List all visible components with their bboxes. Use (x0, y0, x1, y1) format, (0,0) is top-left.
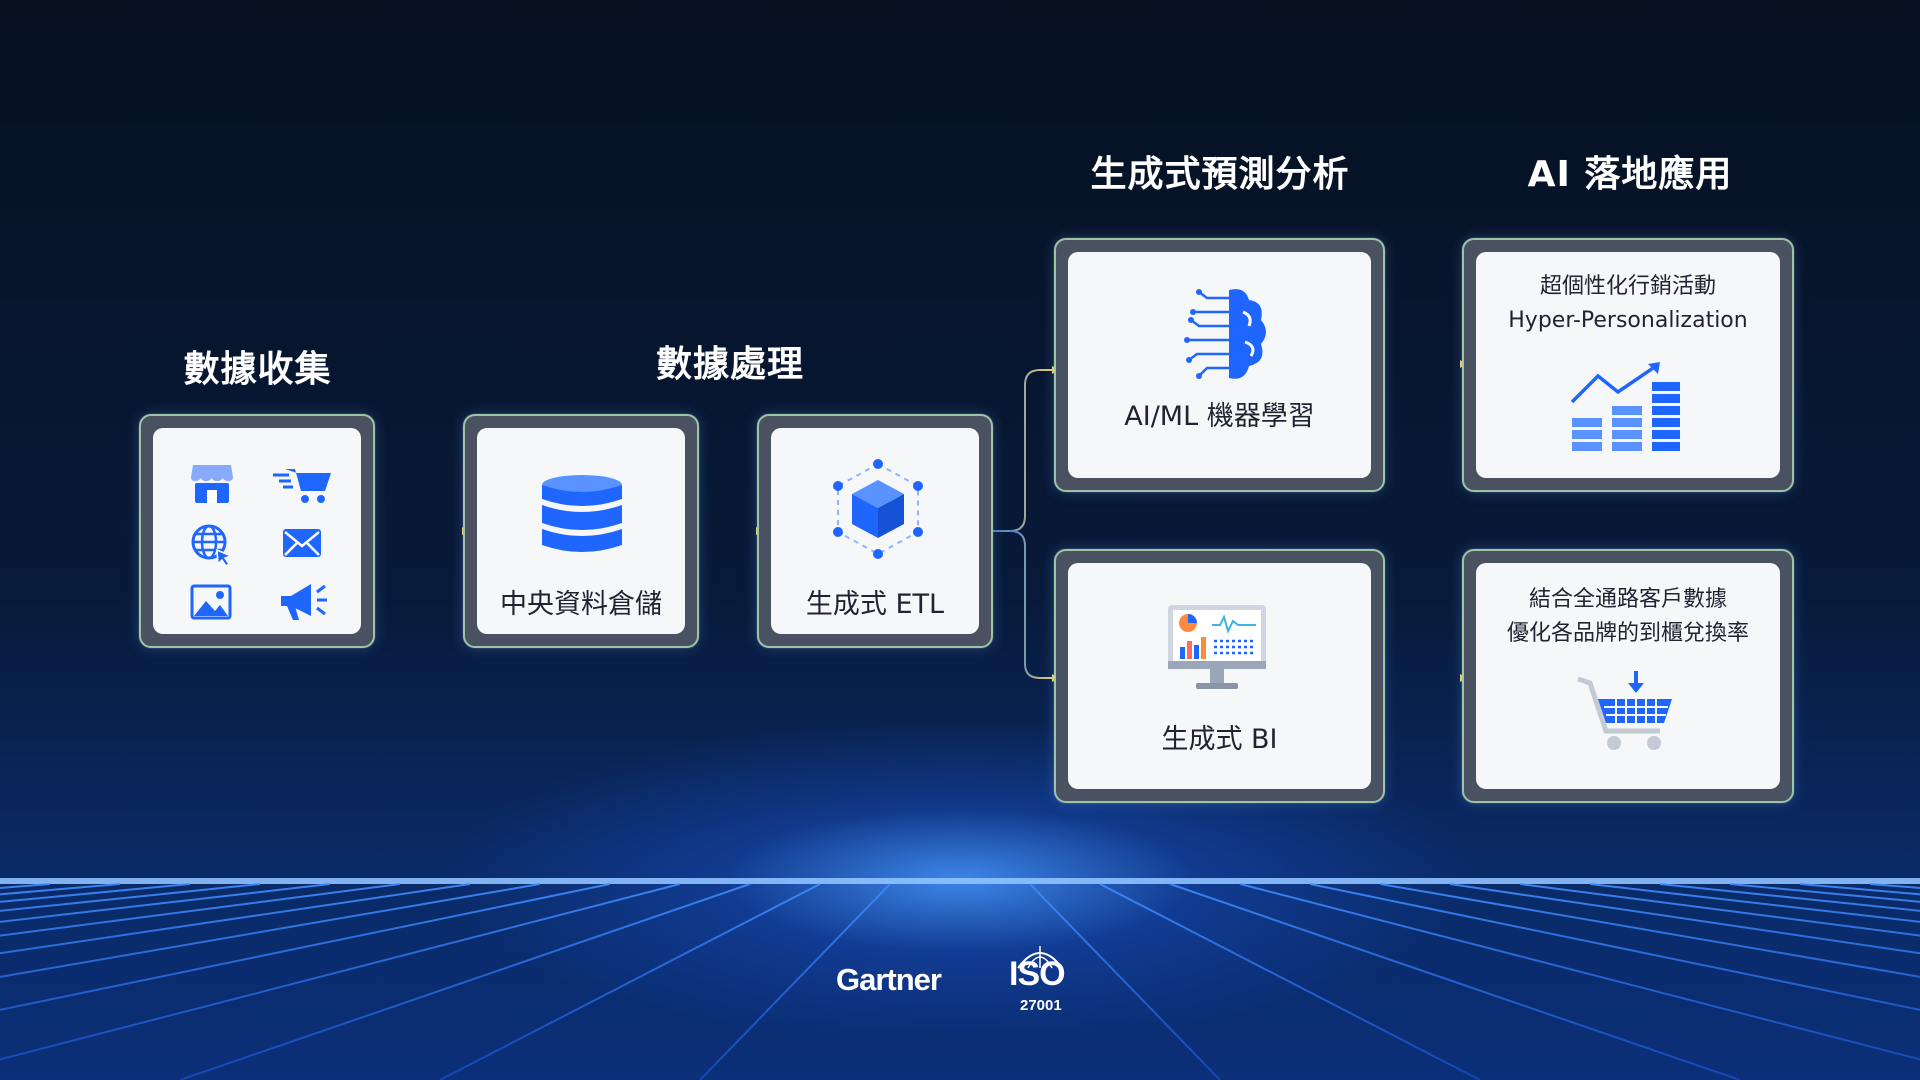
grid-vertical-line (1379, 883, 1920, 978)
growth-chart-icon (1570, 362, 1680, 451)
heading-data-collection: 數據收集 (183, 349, 332, 390)
bi-label: 生成式 BI (1161, 724, 1278, 755)
omni-label-line1: 結合全通路客戶數據 (1528, 587, 1727, 612)
etl-label: 生成式 ETL (805, 589, 945, 620)
grid-vertical-line (699, 883, 891, 1080)
store-icon (191, 465, 233, 503)
gartner-logo: Gartner (836, 962, 942, 997)
heading-data-processing: 數據處理 (655, 344, 804, 385)
grid-vertical-line (0, 883, 681, 1061)
grid-vertical-line (0, 883, 541, 978)
database-icon (542, 475, 622, 552)
iso-number: 27001 (1020, 997, 1062, 1014)
generative-bi-card: 生成式 BI (1054, 549, 1385, 803)
ai-ml-card: AI/ML 機器學習 (1054, 238, 1385, 492)
connector-etl-split (992, 369, 1052, 532)
dashboard-monitor-icon (1168, 605, 1266, 689)
mail-icon (283, 529, 321, 557)
omni-label-line2: 優化各品牌的到櫃兌換率 (1506, 621, 1749, 646)
grid-vertical-line (179, 883, 751, 1080)
grid-vertical-line (0, 883, 331, 923)
hyper-label-zh: 超個性化行銷活動 (1539, 274, 1716, 299)
grid-vertical-line (1309, 883, 1920, 1011)
grid-vertical-line (0, 883, 401, 937)
omnichannel-conversion-card: 結合全通路客戶數據 優化各品牌的到櫃兌換率 (1462, 549, 1794, 803)
image-icon (190, 584, 232, 620)
grid-vertical-line (0, 883, 471, 955)
grid-vertical-line (0, 883, 611, 1011)
iso-logo: ISO (1009, 955, 1066, 993)
data-sources-card (139, 414, 375, 648)
heading-generative-predictive-analytics: 生成式預測分析 (1090, 154, 1350, 195)
grid-vertical-line (1239, 883, 1920, 1061)
grid-vertical-line (1169, 883, 1741, 1080)
hexagon-cube-icon (833, 459, 923, 559)
hyper-personalization-card: 超個性化行銷活動 Hyper-Personalization (1462, 238, 1794, 492)
connector-etl-split-lower (1009, 530, 1052, 679)
generative-etl-card: 生成式 ETL (757, 414, 993, 648)
iso-globe-icon (1017, 946, 1063, 969)
grid-vertical-line (439, 883, 821, 1080)
megaphone-icon (281, 584, 327, 620)
shopping-cart-download-icon (1577, 671, 1672, 750)
web-icon (191, 524, 234, 568)
cart-icon (273, 469, 331, 503)
brain-network-icon (1184, 289, 1266, 379)
ml-label: AI/ML 機器學習 (1124, 401, 1315, 432)
grid-vertical-line (1519, 883, 1920, 937)
grid-vertical-line (1029, 883, 1221, 1080)
grid-vertical-line (1449, 883, 1920, 955)
warehouse-label: 中央資料倉儲 (500, 589, 662, 620)
heading-ai-applications: AI 落地應用 (1527, 154, 1733, 195)
central-data-warehouse-card: 中央資料倉儲 (463, 414, 699, 648)
grid-vertical-line (1589, 883, 1920, 923)
grid-vertical-line (1099, 883, 1481, 1080)
hyper-label-en: Hyper-Personalization (1508, 308, 1748, 333)
